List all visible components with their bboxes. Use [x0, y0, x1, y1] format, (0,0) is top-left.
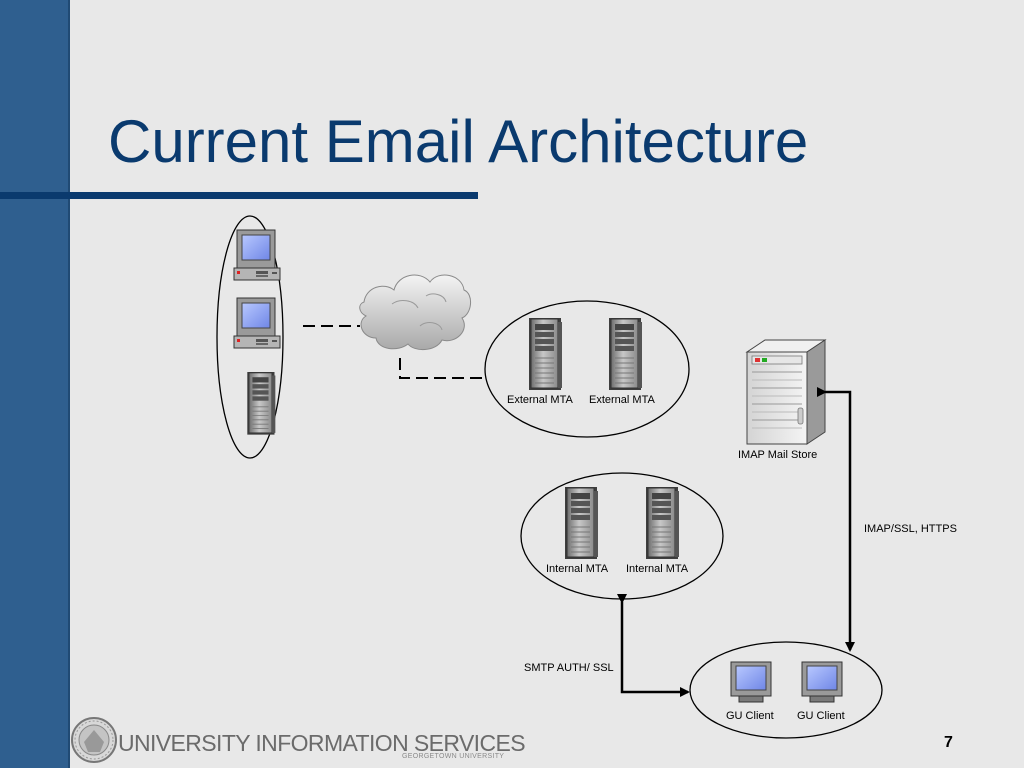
imap-protocols-label: IMAP/SSL, HTTPS [864, 523, 957, 535]
server-tower-icon [246, 371, 276, 436]
university-seal-icon [71, 717, 117, 763]
sidebar-bar [0, 0, 68, 768]
cloud-to-external-link [399, 358, 484, 379]
external-mta-server-icon [528, 317, 563, 391]
sidebar-edge [68, 0, 70, 768]
internal-mta-group-ellipse [520, 472, 724, 600]
external-mta-server-icon [608, 317, 643, 391]
title-underline [0, 192, 478, 199]
slide-title: Current Email Architecture [108, 108, 809, 175]
client-workstation-icon [730, 661, 772, 703]
internal-mta-label: Internal MTA [626, 563, 689, 575]
external-mta-label: External MTA [507, 394, 573, 406]
client-group-ellipse [689, 641, 883, 739]
client-workstation-icon [801, 661, 843, 703]
smtp-protocols-label: SMTP AUTH/ SSL [524, 662, 614, 674]
imap-mail-store-label: IMAP Mail Store [738, 449, 818, 461]
gu-client-label: GU Client [726, 710, 774, 722]
desktop-computer-icon [233, 229, 281, 281]
internal-mta-server-icon [564, 486, 599, 560]
gu-client-label: GU Client [797, 710, 845, 722]
internet-cloud-icon [359, 274, 471, 350]
left-group-ellipse [216, 215, 284, 459]
smtp-client-connection-arrow [617, 594, 690, 697]
desktop-computer-icon [233, 297, 281, 349]
internal-mta-label: Internal MTA [546, 563, 609, 575]
page-number: 7 [944, 734, 953, 751]
footer-university-name: GEORGETOWN UNIVERSITY [402, 753, 505, 760]
imap-client-connection-arrow [817, 387, 855, 652]
external-mta-group-ellipse [484, 300, 690, 438]
internal-mta-server-icon [645, 486, 680, 560]
footer-organization-name: UNIVERSITY INFORMATION SERVICES [118, 730, 526, 756]
imap-mail-store-server-icon [745, 339, 827, 445]
external-mta-label: External MTA [589, 394, 655, 406]
